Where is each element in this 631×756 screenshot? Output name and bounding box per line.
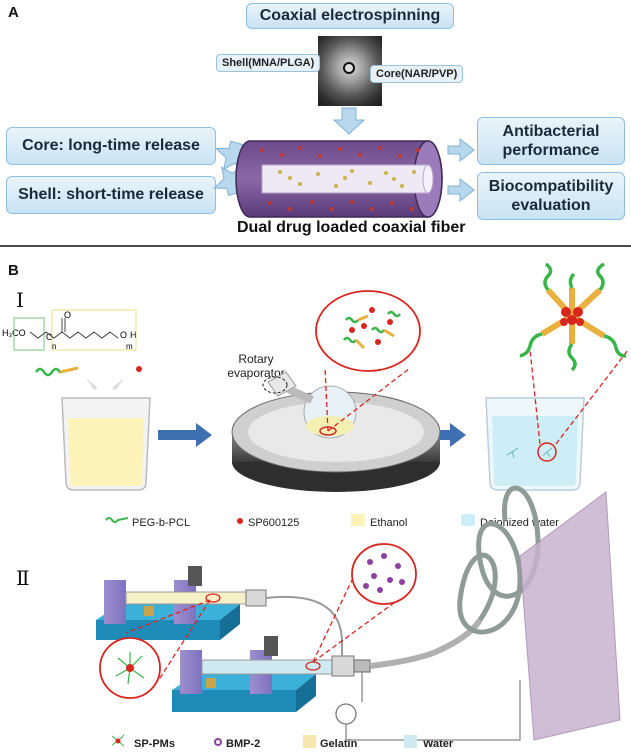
coaxial-nozzle [353,659,371,673]
zoom-bubble-bmp2 [305,543,417,671]
arrow-to-evaporator-icon [158,423,212,447]
chem-m: m [126,342,133,351]
coaxial-title-text: Coaxial electrospinning [259,7,441,24]
section-1-label: Ⅰ [16,288,24,312]
syringe-pump-1 [96,566,267,640]
chem-n: n [52,342,57,351]
biocompat-text: Biocompatibility evaluation [488,178,614,214]
tubing [265,596,343,656]
spiral-fiber [457,485,541,635]
core-release-box: Core: long-time release [6,127,216,165]
legend2-bmp2: BMP-2 [226,738,261,750]
zoom-bubble-micelle-formation [315,290,421,432]
panel-a-letter: A [8,4,19,21]
rotary-text: Rotary evaporator [227,352,285,380]
legend2-water: Water [423,738,454,750]
panel-b-letter: B [8,262,19,279]
legend-2-swatches [111,734,417,748]
fiber-jet [369,618,483,669]
peg-pcl-icon [34,366,79,377]
needle-center [343,62,355,74]
legend1-peg: PEG-b-PCL [132,517,191,529]
antibacterial-text: Antibacterial performance [502,123,600,159]
ethanol-beaker [61,397,151,491]
legend-1-swatches [105,514,475,526]
legend2-sppms: SP-PMs [134,738,175,750]
legend1-ethanol: Ethanol [370,517,408,529]
arrow-right-biocompat-icon [447,177,475,203]
rotary-evaporator [231,371,441,492]
coaxial-fiber [235,140,443,218]
chem-structure-drawing [13,309,137,351]
section-2-label: Ⅱ [16,566,30,590]
down-arrow-icon [332,107,366,135]
collector-plate [519,491,621,741]
rotary-evaporator-label: Rotary evaporator [226,352,286,380]
micelle-structure [519,262,627,372]
legend2-gelatin: Gelatin [320,738,358,750]
deionized-water-beaker [485,349,629,491]
legend1-sp600125: SP600125 [248,517,300,529]
shell-release-box: Shell: short-time release [6,176,216,214]
core-release-text: Core: long-time release [22,137,200,154]
syringe-pump-2 [172,636,355,712]
panel-a-caption: Dual drug loaded coaxial fiber [237,219,466,236]
chem-o3: O [120,330,128,340]
shell-release-text: Shell: short-time release [18,186,204,203]
zoom-bubble-sp-pms [99,593,221,699]
arrow-right-antibacterial-icon [447,137,475,163]
chem-o1: O [46,332,54,342]
coaxial-electrospinning-title: Coaxial electrospinning [246,3,454,29]
voltage-circuit [335,672,521,741]
chem-o2: O [64,310,72,320]
core-label: Core(NAR/PVP) [370,65,464,83]
shell-label: Shell(MNA/PLGA) [216,54,321,72]
biocompat-box: Biocompatibility evaluation [477,172,625,220]
sp600125-icon [136,366,142,372]
chem-h: H [130,330,137,340]
antibacterial-box: Antibacterial performance [477,117,625,165]
